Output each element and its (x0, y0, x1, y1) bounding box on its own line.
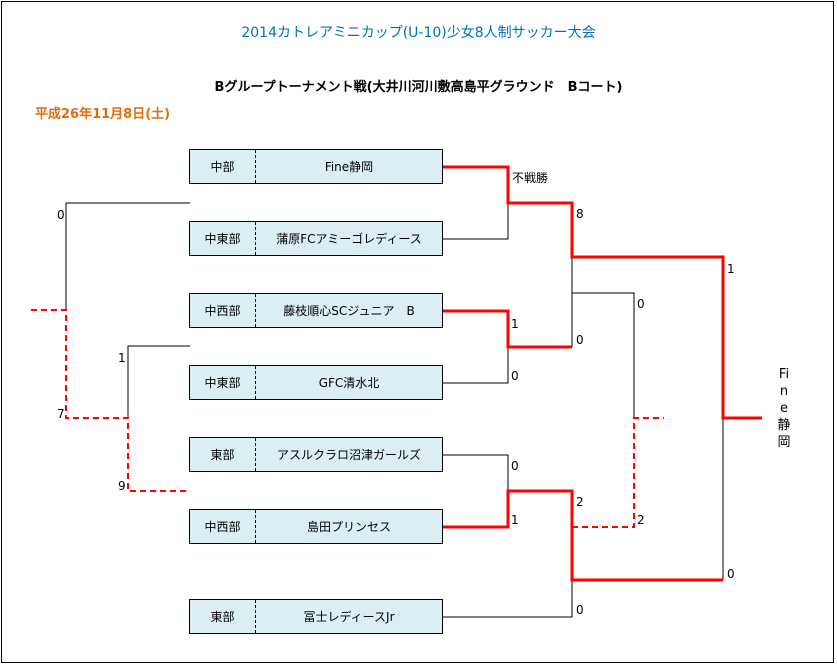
page-subtitle: Bグループトーナメント戦(大井川河川敷高島平グラウンド Bコート) (214, 80, 623, 95)
score-label: 0 (576, 333, 584, 347)
team-region: 中西部 (190, 294, 256, 327)
team-box: 中東部 GFC清水北 (189, 365, 443, 400)
team-name: GFC清水北 (318, 376, 380, 390)
event-date: 平成26年11月8日(土) (35, 107, 171, 122)
winner-path (443, 309, 572, 349)
winner-path (443, 165, 762, 420)
score-label: 2 (637, 513, 645, 527)
team-name: 島田プリンセス (306, 520, 391, 534)
score-label: 1 (118, 351, 126, 365)
bracket-line (443, 347, 509, 384)
forfeit-label: 不戦勝 (512, 171, 549, 185)
score-label: 0 (57, 208, 65, 222)
bracket-line (572, 292, 635, 418)
team-name: 蒲原FCアミーゴレディース (276, 232, 422, 246)
advance-path (572, 417, 664, 528)
score-label: 2 (576, 495, 584, 509)
team-name: 冨士レディースJr (303, 610, 395, 624)
score-label: 0 (511, 369, 519, 383)
bracket-line (443, 203, 509, 240)
score-label: 0 (511, 459, 519, 473)
team-box: 中部 Fine静岡 (189, 149, 443, 184)
team-region: 東部 (190, 600, 256, 633)
score-label: 0 (727, 567, 735, 581)
score-label: 9 (118, 479, 126, 493)
champion-label: Fine静岡 (777, 367, 791, 450)
team-region: 中東部 (190, 222, 256, 255)
score-label: 0 (637, 297, 645, 311)
score-label: 0 (576, 603, 584, 617)
team-box: 中西部 藤枝順心SCジュニア B (189, 293, 443, 328)
winner-path (443, 489, 723, 582)
bracket-line (443, 454, 509, 491)
page-title: 2014カトレアミニカップ(U-10)少女8人制サッカー大会 (241, 25, 596, 41)
team-box: 中東部 蒲原FCアミーゴレディース (189, 221, 443, 256)
bracket-line (443, 580, 573, 618)
team-name: Fine静岡 (324, 160, 374, 174)
team-name: 藤枝順心SCジュニア B (283, 304, 415, 318)
team-region: 東部 (190, 438, 256, 471)
score-label: 8 (576, 207, 584, 221)
team-box: 東部 アスルクラロ沼津ガールズ (189, 437, 443, 472)
bracket-line (65, 202, 190, 310)
team-name: アスルクラロ沼津ガールズ (276, 448, 421, 462)
score-label: 1 (511, 513, 519, 527)
score-label: 1 (727, 262, 735, 276)
score-label: 1 (511, 317, 519, 331)
team-region: 中西部 (190, 510, 256, 543)
team-region: 中東部 (190, 366, 256, 399)
score-label: 7 (57, 407, 65, 421)
advance-path (31, 309, 190, 492)
team-box: 中西部 島田プリンセス (189, 509, 443, 544)
team-box: 東部 冨士レディースJr (189, 599, 443, 634)
team-region: 中部 (190, 150, 256, 183)
bracket-line (127, 345, 190, 418)
